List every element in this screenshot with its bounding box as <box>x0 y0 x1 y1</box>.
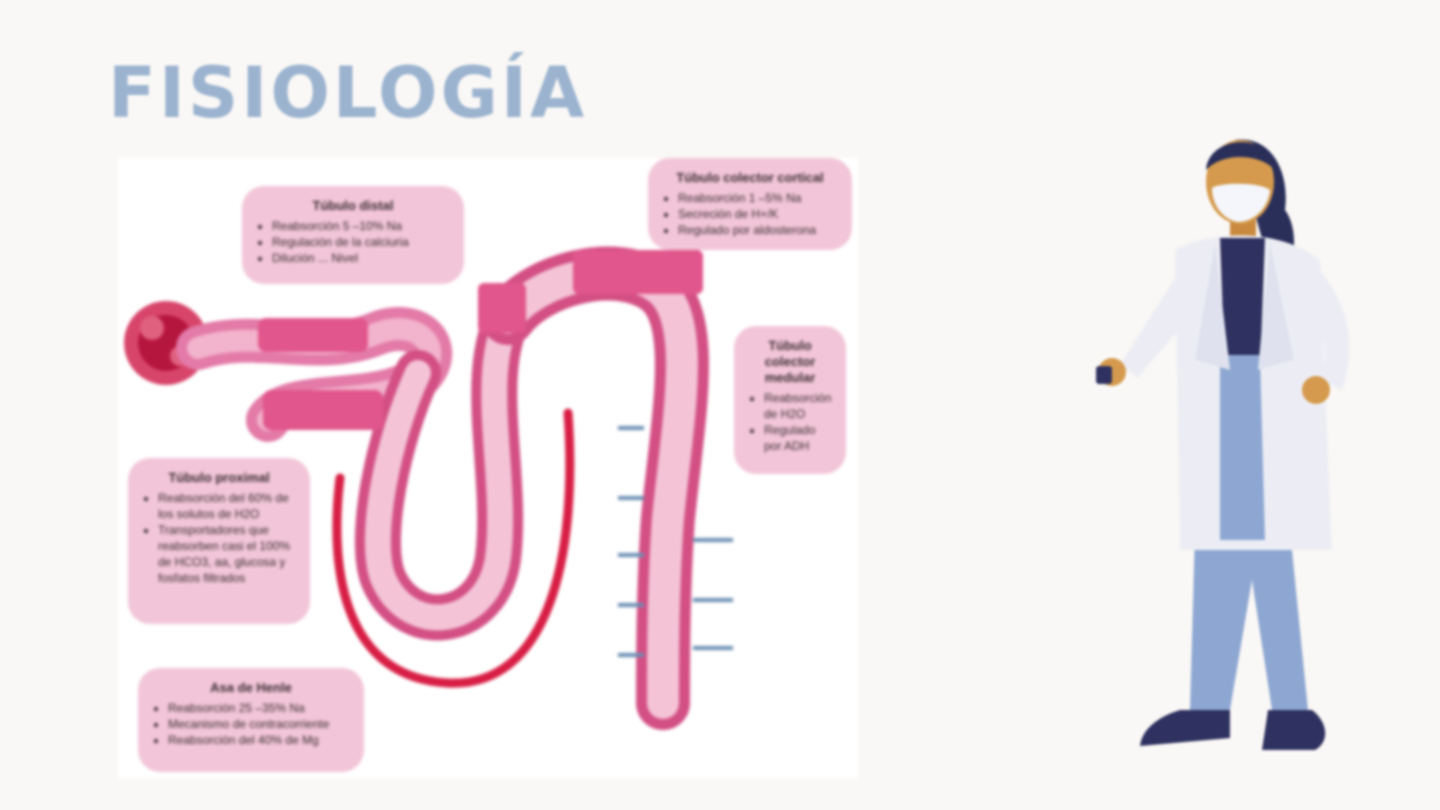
callout-proximal-tubule: Túbulo proximal Reabsorción del 60% de l… <box>128 458 310 624</box>
callout-title: Asa de Henle <box>154 680 348 696</box>
callout-item: Reabsorción de H2O <box>764 390 830 422</box>
callout-item: Regulado por ADH <box>764 422 830 454</box>
callout-item: Regulación de la calciuria <box>272 234 448 250</box>
callout-item: Dilución ... Nivel <box>272 250 448 266</box>
callout-item: Reabsorción 1 –5% Na <box>678 190 836 206</box>
callout-item: Reabsorción 25 –35% Na <box>168 700 348 716</box>
nephron-diagram: Túbulo distal Reabsorción 5 –10% Na Regu… <box>118 158 858 778</box>
callout-cortical-collecting: Túbulo colector cortical Reabsorción 1 –… <box>648 158 852 250</box>
callout-medullary-collecting: Túbulo colector medular Reabsorción de H… <box>734 326 846 474</box>
callout-item: Transportadores que reabsorben casi el 1… <box>158 522 294 586</box>
callout-item: Mecanismo de contracorriente <box>168 716 348 732</box>
callout-loop-of-henle: Asa de Henle Reabsorción 25 –35% Na Meca… <box>138 668 364 772</box>
callout-item: Secreción de H+/K <box>678 206 836 222</box>
callout-item: Reabsorción del 60% de los solutos de H2… <box>158 490 294 522</box>
callout-title: Túbulo proximal <box>144 470 294 486</box>
callout-item: Regulado por aldosterona <box>678 222 836 238</box>
doctor-illustration <box>1080 110 1380 790</box>
callout-item: Reabsorción del 40% de Mg <box>168 732 348 748</box>
callout-item: Reabsorción 5 –10% Na <box>272 218 448 234</box>
page-title: FISIOLOGÍA <box>108 52 587 134</box>
callout-title: Túbulo distal <box>258 198 448 214</box>
callout-distal-tubule: Túbulo distal Reabsorción 5 –10% Na Regu… <box>242 186 464 284</box>
callout-title: Túbulo colector cortical <box>664 170 836 186</box>
callout-title: Túbulo colector medular <box>750 338 830 386</box>
